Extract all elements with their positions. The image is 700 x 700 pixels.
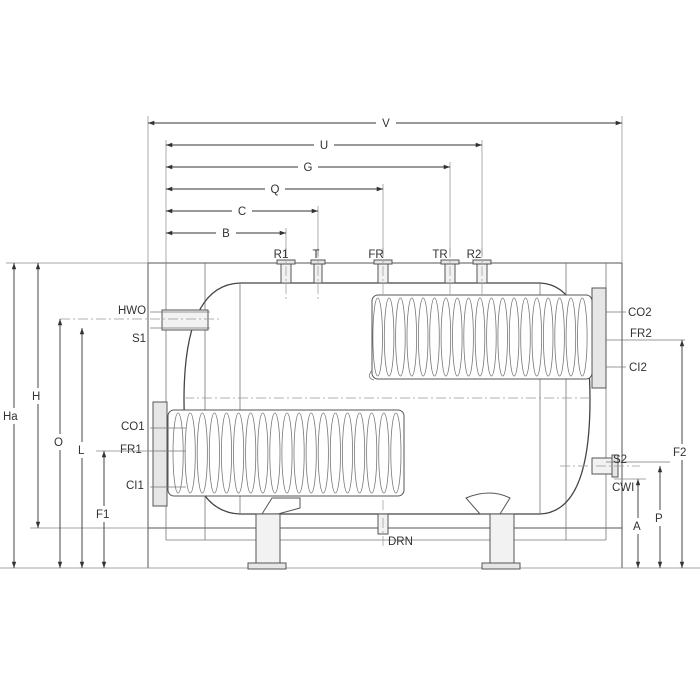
coil-turn [554, 297, 565, 377]
port-label-drn: DRN [388, 536, 413, 548]
port-label-ci1: CI1 [126, 480, 144, 492]
coil-turn [269, 412, 281, 494]
port-label-co1: CO1 [121, 421, 145, 433]
coil-turn [220, 412, 232, 494]
port-label-fr2: FR2 [630, 328, 652, 340]
coil-turn [245, 412, 257, 494]
coil-turn [354, 412, 366, 494]
coil-turn [329, 412, 341, 494]
dim-label-l: L [78, 445, 85, 457]
coil-turn [281, 412, 293, 494]
coil-turn [390, 412, 402, 494]
dim-label-a: A [633, 521, 641, 533]
top-dimension-lines [147, 116, 623, 263]
coil-turn [463, 297, 474, 377]
port-label-s2: S2 [613, 454, 627, 466]
dim-label-g: G [304, 162, 313, 174]
top-nozzles [276, 248, 492, 300]
port-label-r2: R2 [467, 249, 482, 261]
coil-turn [531, 297, 543, 377]
upper-coil-turns [372, 297, 588, 377]
coil-turn [372, 297, 383, 377]
coil-turn [341, 412, 353, 494]
top-dimension-labels: V U G Q C B [216, 116, 396, 240]
coil-turn [497, 297, 508, 377]
right-dimension-labels: F2 P A [630, 444, 694, 534]
coil-turn [366, 412, 378, 494]
port-label-fr: FR [368, 249, 383, 261]
port-label-fr1: FR1 [120, 444, 142, 456]
support-legs [247, 492, 521, 570]
port-label-r1: R1 [274, 249, 289, 261]
coil-turn [293, 412, 305, 494]
left-port-labels: HWO S1 CO1 FR1 CI1 [118, 305, 210, 492]
coil-turn [577, 297, 588, 377]
dim-label-o: O [54, 437, 63, 449]
dim-label-b: B [222, 228, 230, 240]
coil-turn [520, 297, 531, 377]
dim-label-q: Q [271, 184, 280, 196]
coil-turn [184, 412, 196, 494]
port-label-hwo: HWO [118, 305, 146, 317]
coil-turn [508, 297, 520, 377]
coil-turn [486, 297, 497, 377]
port-label-s1: S1 [132, 333, 146, 345]
port-label-tr: TR [432, 249, 447, 261]
coil-turn [305, 412, 317, 494]
dim-label-v: V [382, 118, 390, 130]
coil-turn [565, 297, 577, 377]
dim-label-f2: F2 [673, 447, 686, 459]
dim-label-p: P [655, 513, 663, 525]
coil-turn [429, 297, 440, 377]
coil-turn [172, 412, 184, 494]
left-dimension-labels: Ha H O L F1 [2, 388, 113, 522]
coil-turn [383, 297, 395, 377]
port-label-co2: CO2 [628, 307, 652, 319]
dim-label-ha: Ha [3, 411, 18, 423]
dim-label-h: H [32, 391, 40, 403]
coil-turn [406, 297, 418, 377]
coil-turn [257, 412, 269, 494]
dim-label-u: U [320, 140, 328, 152]
coil-turn [317, 412, 329, 494]
dim-label-f1: F1 [96, 509, 109, 521]
coil-turn [378, 412, 390, 494]
coil-turn [452, 297, 463, 377]
coil-turn [208, 412, 220, 494]
coil-turn [196, 412, 208, 494]
port-label-t: T [312, 249, 319, 261]
lower-coil-turns [172, 412, 402, 494]
right-port-labels: CO2 FR2 CI2 S2 CWI [606, 307, 685, 494]
coil-turn [474, 297, 486, 377]
port-label-ci2: CI2 [629, 362, 647, 374]
coil-turn [395, 297, 406, 377]
port-label-cwi: CWI [612, 482, 634, 494]
top-connection-labels: R1 T FR TR R2 [274, 249, 482, 261]
coil-turn [440, 297, 452, 377]
coil-turn [233, 412, 245, 494]
dim-label-c: C [238, 206, 246, 218]
coil-turn [543, 297, 554, 377]
coil-turn [418, 297, 429, 377]
